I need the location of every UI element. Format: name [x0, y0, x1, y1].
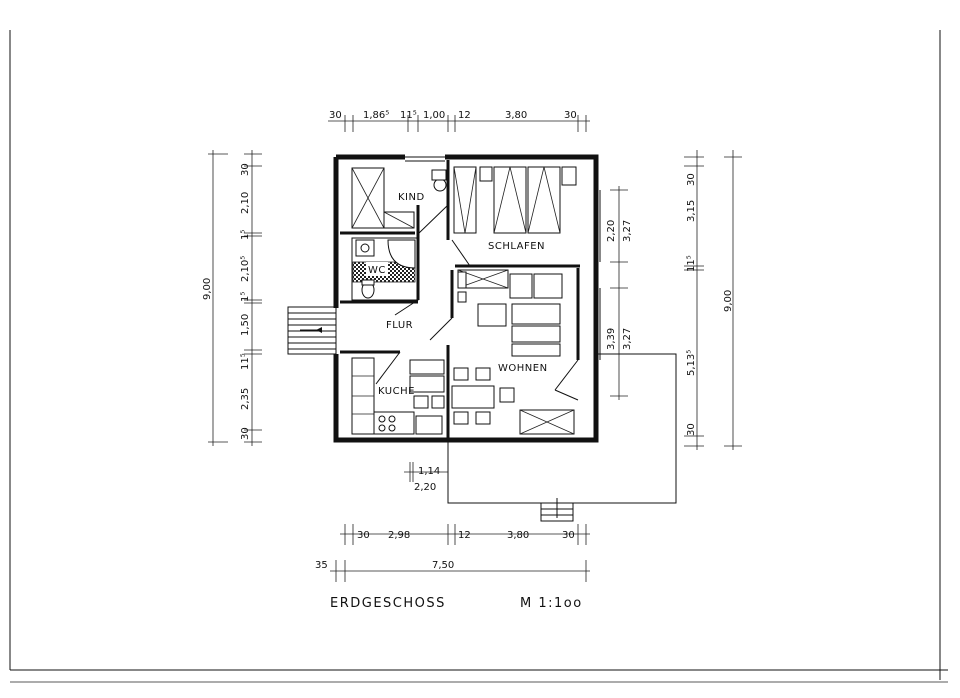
plan-scale: M 1:1oo: [520, 596, 583, 611]
dim-top-7: 30: [564, 110, 577, 121]
dim-left-3: 1⁵: [240, 230, 251, 240]
dim-bottom-3: 12: [458, 530, 471, 541]
room-label-flur: FLUR: [386, 320, 413, 331]
dim-left-7: 11⁵: [240, 353, 251, 370]
dim-right-inner-3: 3,39: [606, 328, 617, 350]
top-dimension-line: [328, 115, 590, 132]
dim-left-4: 2,10⁵: [240, 256, 251, 282]
kind-furniture: [351, 167, 447, 229]
bottom-dimension-lines: [330, 462, 590, 582]
room-label-kueche: KUCHE: [378, 386, 415, 397]
wohnen-furniture: [451, 269, 575, 435]
schlafen-wardrobes: [453, 166, 577, 234]
room-label-wc: WC: [368, 265, 386, 276]
dim-right-5: 30: [686, 423, 697, 436]
wc-label-box: [366, 262, 388, 276]
terrace: [447, 353, 677, 522]
dim-top-4: 1,00: [423, 110, 445, 121]
dim-right-total: 9,00: [723, 290, 734, 312]
dim-bottom-total: 7,50: [432, 560, 454, 571]
dim-bottom-5: 30: [562, 530, 575, 541]
dim-right-4: 5,13⁵: [686, 350, 697, 376]
dim-top-2: 1,86⁵: [363, 110, 389, 121]
room-label-kind: KIND: [398, 192, 425, 203]
dim-terrace-1: 1,14: [418, 466, 440, 477]
dim-right-3: 11⁵: [686, 255, 697, 272]
dim-left-8: 2,35: [240, 388, 251, 410]
dim-left-9: 30: [240, 427, 251, 440]
dim-right-inner-2: 3,27: [622, 220, 633, 242]
dim-top-1: 30: [329, 110, 342, 121]
dim-bottom-offset: 35: [315, 560, 328, 571]
dim-right-1: 30: [686, 173, 697, 186]
room-label-wohnen: WOHNEN: [498, 363, 548, 374]
plan-title: ERDGESCHOSS: [330, 596, 446, 611]
dim-terrace-2: 2,20: [414, 482, 436, 493]
interior-walls: [340, 160, 580, 440]
dim-bottom-1: 30: [357, 530, 370, 541]
dim-bottom-4: 3,80: [507, 530, 529, 541]
entrance-stairs: [287, 306, 337, 355]
dim-top-3: 11⁵: [400, 110, 417, 121]
kitchen-fixtures: [351, 357, 445, 435]
dim-right-inner-1: 2,20: [606, 220, 617, 242]
dim-left-2: 2,10: [240, 192, 251, 214]
dim-top-6: 3,80: [505, 110, 527, 121]
outer-walls: [333, 154, 601, 443]
dim-top-5: 12: [458, 110, 471, 121]
dim-left-1: 30: [240, 163, 251, 176]
dim-right-2: 3,15: [686, 200, 697, 222]
left-dimension-lines: [208, 150, 262, 446]
room-label-schlafen: SCHLAFEN: [488, 241, 545, 252]
dim-left-total: 9,00: [202, 278, 213, 300]
dim-right-inner-4: 3,27: [622, 328, 633, 350]
dim-left-5: 1⁵: [240, 292, 251, 302]
dim-bottom-2: 2,98: [388, 530, 410, 541]
right-dimension-lines: [610, 150, 742, 450]
dim-left-6: 1,50: [240, 314, 251, 336]
